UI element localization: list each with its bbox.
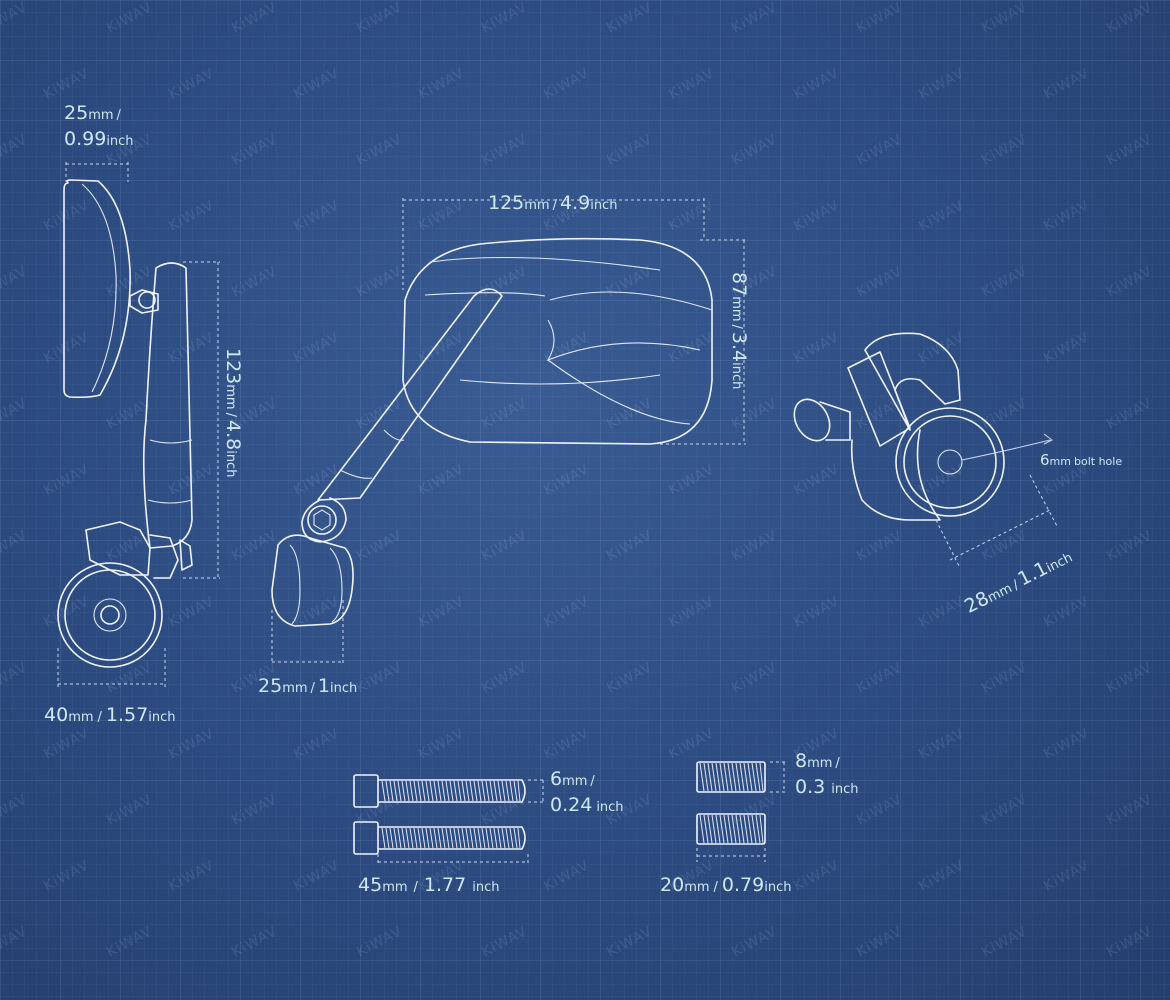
clamp-view-drawing (793, 332, 1059, 569)
side-height-label: 123mm/4.8inch (222, 348, 244, 478)
set-screw-drawing-lower (696, 813, 766, 845)
side-top-width-inch-label: 0.99inch (64, 128, 134, 150)
bolt-drawing-upper (353, 774, 526, 808)
front-mirror-width-label: 125mm/4.9inch (488, 192, 618, 214)
set-screw-drawing-upper (696, 761, 766, 793)
bolt-drawing-lower (353, 821, 526, 855)
front-mirror-height-label: 87mm/3.4inch (728, 272, 750, 390)
side-view-drawing (57, 162, 220, 688)
front-clamp-width-label: 25mm/1inch (258, 675, 358, 697)
front-view-drawing (271, 198, 746, 664)
screw-diameter-label: 8mm/ (795, 750, 840, 772)
screw-length-label: 20mm/0.79inch (660, 874, 792, 896)
bolt-diameter-label: 6mm/ (550, 768, 595, 790)
side-clamp-width-label: 40mm/1.57inch (44, 704, 176, 726)
side-top-width-label: 25mm/ (64, 102, 121, 124)
